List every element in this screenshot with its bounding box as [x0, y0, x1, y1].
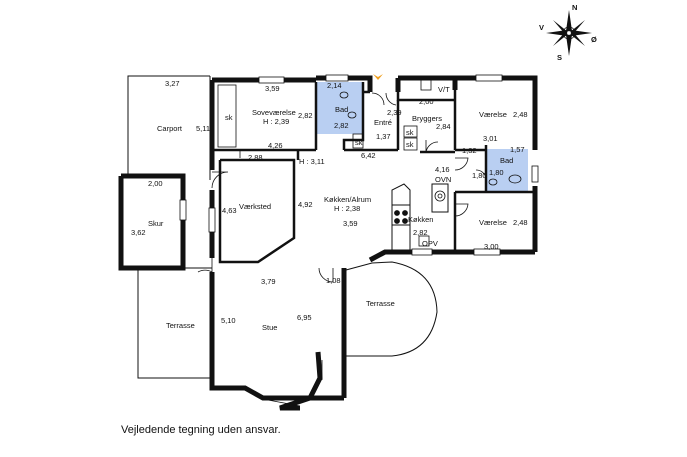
dim-3-01: 3,01 — [483, 134, 498, 143]
closets — [217, 84, 418, 151]
dim-2-48-bottom: 2,48 — [513, 218, 528, 227]
room-entre: Entré — [374, 118, 392, 127]
compass-v: V — [539, 23, 544, 32]
dim-2-82-kok: 2,82 — [413, 228, 428, 237]
compass-s: S — [557, 53, 562, 62]
room-kokken-alrum-height: H : 2,38 — [334, 204, 360, 213]
dim-1-57: 1,57 — [510, 145, 525, 154]
dim-4-63: 4,63 — [222, 206, 237, 215]
room-carport: Carport — [157, 124, 183, 133]
bay-panes — [267, 360, 323, 407]
dim-1-08: 1,08 — [326, 276, 341, 285]
dim-6-95: 6,95 — [297, 313, 312, 322]
entrance-arrow-icon — [373, 74, 383, 80]
dim-3-00: 3,00 — [484, 242, 499, 251]
room-sovevaerelse-height: H : 2,39 — [263, 117, 289, 126]
room-vaerelse-top: Værelse — [479, 110, 507, 119]
dim-2-39: 2,39 — [387, 108, 402, 117]
dim-2-14: 2,14 — [327, 81, 342, 90]
label-sk4: sk — [406, 140, 414, 149]
windows — [179, 74, 539, 256]
caption: Vejledende tegning uden ansvar. — [121, 424, 281, 436]
room-bryggers: Bryggers — [412, 114, 442, 123]
dim-2-48-top: 2,48 — [513, 110, 528, 119]
oven-icon — [434, 190, 446, 202]
dim-2-82-bad: 2,82 — [334, 121, 349, 130]
label-ovn: OVN — [435, 175, 451, 184]
room-terrasse-right: Terrasse — [366, 299, 395, 308]
dim-3-27: 3,27 — [165, 79, 180, 88]
dim-5-10: 5,10 — [221, 316, 236, 325]
dim-1-32: 1,32 — [462, 146, 477, 155]
label-sk1: sk — [225, 113, 233, 122]
label-opv: OPV — [422, 239, 438, 248]
bath-main-fill — [316, 82, 363, 134]
dim-4-92: 4,92 — [298, 200, 313, 209]
door-swings — [197, 92, 487, 283]
room-kokken-alrum: Køkken/Alrum — [324, 195, 371, 204]
room-skur: Skur — [148, 219, 164, 228]
dim-2-00-bryg: 2,00 — [419, 97, 434, 106]
compass-n: N — [572, 3, 577, 12]
exterior-walls — [118, 75, 538, 401]
label-vt: V/T — [438, 85, 450, 94]
room-sovevaerelse: Soveværelse — [252, 108, 296, 117]
label-sk2: sk — [355, 138, 363, 147]
dim-2-88: 2,88 — [248, 153, 263, 162]
terrace-left-outline — [137, 267, 212, 379]
stove-icon — [394, 210, 408, 224]
dim-5-11: 5,11 — [196, 124, 210, 133]
dim-4-16: 4,16 — [435, 165, 450, 174]
room-vaerelse-bottom: Værelse — [479, 218, 507, 227]
room-height-311: H : 3,11 — [299, 157, 325, 166]
dim-6-42: 6,42 — [361, 151, 376, 160]
dim-3-59-top: 3,59 — [265, 84, 280, 93]
dim-2-82-sove: 2,82 — [298, 111, 313, 120]
dim-1-80-b: 1,80 — [489, 168, 504, 177]
kitchen-counter — [391, 183, 449, 252]
dim-1-37: 1,37 — [376, 132, 391, 141]
dim-2-84: 2,84 — [436, 122, 451, 131]
compass-o: Ø — [591, 35, 597, 44]
room-kokken: Køkken — [408, 215, 433, 224]
dim-3-79: 3,79 — [261, 277, 276, 286]
dim-2-00-skur: 2,00 — [148, 179, 163, 188]
dim-3-59-kok: 3,59 — [343, 219, 358, 228]
room-stue: Stue — [262, 323, 277, 332]
label-sk3: sk — [406, 128, 414, 137]
interior-walls — [212, 82, 535, 264]
room-bad-main: Bad — [335, 105, 348, 114]
room-bad-small: Bad — [500, 156, 513, 165]
terrace-right-outline — [345, 261, 438, 357]
bay-window — [279, 351, 323, 411]
bath-small-fill — [486, 149, 528, 191]
dim-4-26: 4,26 — [268, 141, 283, 150]
compass-rose-icon — [546, 10, 592, 56]
sink-icon — [339, 79, 522, 247]
room-vaerksted: Værksted — [239, 202, 271, 211]
room-terrasse-left: Terrasse — [166, 321, 195, 330]
dim-1-80-a: 1,80 — [472, 171, 487, 180]
dim-3-62: 3,62 — [131, 228, 146, 237]
